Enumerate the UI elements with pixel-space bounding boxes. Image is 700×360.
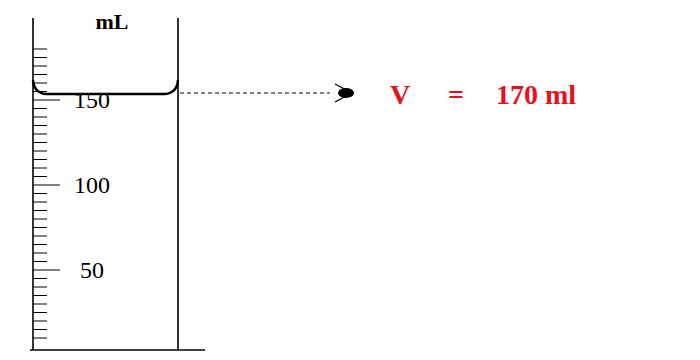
scale-tick xyxy=(33,117,47,118)
scale-tick xyxy=(33,236,47,237)
scale-tick xyxy=(33,304,47,305)
scale-tick xyxy=(33,49,47,50)
scale-tick xyxy=(33,270,60,271)
scale-tick xyxy=(33,134,47,135)
volume-symbol: V xyxy=(390,81,410,109)
volume-value: 170 ml xyxy=(496,81,576,109)
scale-tick xyxy=(33,168,47,169)
cylinder-wall xyxy=(32,18,34,350)
scale-tick xyxy=(33,108,47,109)
scale-tick xyxy=(33,338,47,339)
scale-tick xyxy=(33,57,47,58)
scale-tick xyxy=(33,142,47,143)
scale-tick xyxy=(33,176,47,177)
scale-tick xyxy=(33,278,47,279)
scale-tick xyxy=(33,253,47,254)
scale-number: 100 xyxy=(74,173,110,197)
eye-symbol xyxy=(335,84,354,102)
scale-tick xyxy=(33,159,47,160)
cylinder-wall xyxy=(177,18,179,350)
scale-tick xyxy=(33,261,47,262)
graduated-cylinder xyxy=(30,18,205,350)
eye-pupil xyxy=(338,88,354,98)
scale-tick xyxy=(33,125,47,126)
scale-tick xyxy=(33,244,47,245)
scale-tick xyxy=(33,295,47,296)
scale-tick xyxy=(33,193,47,194)
unit-label: mL xyxy=(96,11,129,33)
scale-tick xyxy=(33,74,47,75)
scale-tick xyxy=(33,202,47,203)
scale-tick xyxy=(33,287,47,288)
scale-tick xyxy=(33,83,47,84)
equals-sign: = xyxy=(448,81,464,109)
scale-tick xyxy=(33,219,47,220)
scale-tick xyxy=(33,321,47,322)
scale-tick xyxy=(33,91,47,92)
scale-tick xyxy=(33,210,47,211)
cylinder-base xyxy=(30,349,205,351)
scale-ticks xyxy=(33,49,60,338)
scale-tick xyxy=(33,100,60,101)
scale-number: 50 xyxy=(80,258,104,282)
scale-tick xyxy=(33,329,47,330)
scale-tick xyxy=(33,66,47,67)
sight-line xyxy=(180,92,330,93)
scale-tick xyxy=(33,151,47,152)
scale-tick xyxy=(33,312,47,313)
scale-number: 150 xyxy=(74,88,110,112)
scale-tick xyxy=(33,227,47,228)
scale-tick xyxy=(33,185,60,186)
